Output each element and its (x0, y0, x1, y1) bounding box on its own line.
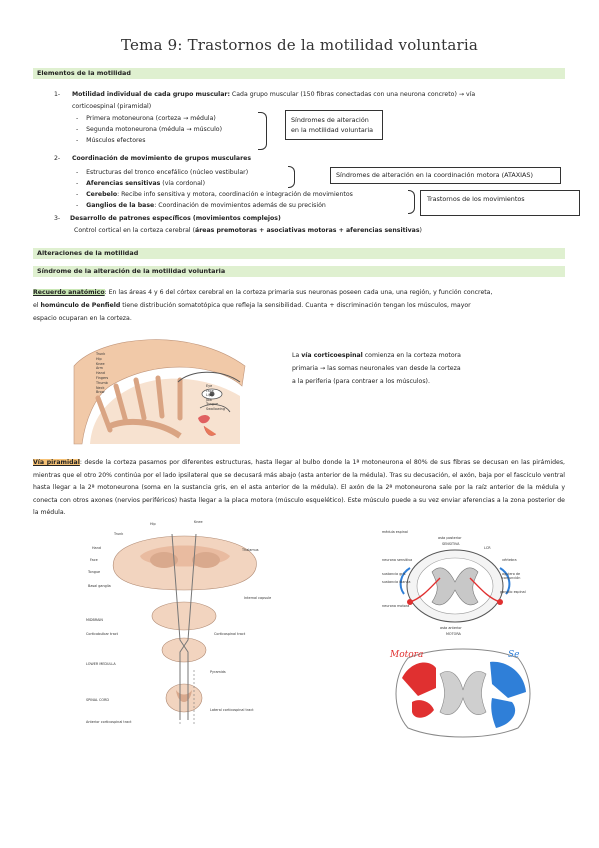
spinal-cord-labels: médula espinal asta posterior SENSITIVA … (380, 528, 530, 640)
brace-3 (408, 190, 415, 214)
label-tongue: Tongue (88, 570, 101, 574)
piramidal-paragraph: Vía piramidal: desde la corteza pasamos … (33, 459, 566, 516)
item2-sub-list: - Estructuras del tronco encefálico (núc… (76, 167, 353, 211)
list-item: - Músculos efectores (76, 136, 146, 144)
box-ataxias: Síndromes de alteración en la coordinaci… (330, 167, 561, 184)
item1-text: Cada grupo muscular (150 fibras conectad… (229, 91, 476, 98)
label-corticobulbar: Corticobulbar tract (86, 632, 118, 636)
spinal-cord-cross-section (380, 528, 530, 640)
label-sensitiva: SENSITIVA (442, 542, 460, 546)
section-heading-elementos: Elementos de la motilidad (33, 68, 565, 79)
label-spinal-cord: SPINAL CORD (86, 698, 110, 702)
brace-1 (258, 112, 267, 150)
recuerdo-label: Recuerdo anatómico (33, 289, 105, 296)
face-illustration (177, 371, 241, 436)
item2-number: 2- (54, 155, 61, 162)
label-agujero: agujero de conjunción (502, 572, 521, 581)
label-anterior-cst: Anterior corticospinal tract (86, 720, 132, 724)
label-pyramids: Pyramids (210, 670, 226, 674)
list-item: - Ganglios de la base: Coordinación de m… (76, 202, 326, 209)
label-neurona-motora: neurona motora (382, 604, 410, 608)
label-lower-medulla: LOWER MEDULLA (86, 662, 116, 666)
label-hand: Hand (92, 546, 101, 550)
label-sustancia-blanca: sustancia blanca (382, 580, 411, 584)
item3-bold: Desarrollo de patrones específicos (movi… (70, 215, 281, 222)
box-sindromes-motilidad: Síndromes de alteración en la motilidad … (285, 110, 383, 140)
section-heading-alteraciones: Alteraciones de la motilidad (33, 248, 565, 259)
piramidal-label: Vía piramidal (33, 459, 80, 466)
item3-number: 3- (54, 215, 61, 222)
item1-text2: corticoespinal (piramidal) (72, 103, 152, 110)
list-item: - Aferencias sensitivas (vía cordonal) (76, 180, 206, 187)
pyramidal-pathway-figure (112, 533, 257, 725)
label-lcr: LCR (484, 546, 491, 550)
section-heading-sindrome: Síndrome de la alteración de la motilida… (33, 266, 565, 277)
label-hip: Hip (150, 522, 156, 526)
label-ganglio: ganglio espinal (500, 590, 526, 594)
label-lateral-cst: Lateral corticospinal tract (210, 708, 254, 712)
label-neurona-sensitiva: neurona sensitiva (382, 558, 413, 562)
item1-number: 1- (54, 91, 61, 98)
label-medula: médula espinal (382, 530, 408, 534)
label-knee: Knee (194, 520, 203, 524)
sketch-label-sensitiva: Se (508, 650, 520, 660)
label-vertebra: vértebra (502, 558, 517, 562)
label-midbrain: MIDBRAIN (86, 618, 103, 622)
label-face: Face (90, 558, 98, 562)
label-corticospinal: Corticospinal tract (214, 632, 246, 636)
item1-bold: Motilidad individual de cada grupo muscu… (72, 91, 230, 98)
label-sustancia-gris: sustancia gris (382, 572, 406, 576)
via-corticoespinal-text: La vía corticoespinal comienza en la cor… (292, 352, 461, 385)
list-item: - Cerebelo: Recibe info sensitiva y moto… (76, 191, 353, 198)
label-trunk: Trunk (114, 532, 124, 536)
label-asta-posterior: asta posterior (438, 536, 462, 540)
item2-bold: Coordinación de movimiento de grupos mus… (72, 155, 252, 162)
recuerdo-paragraph: Recuerdo anatómico: En las áreas 4 y 6 d… (33, 289, 493, 322)
page-title: Tema 9: Trastornos de la motilidad volun… (120, 36, 479, 54)
item1-sub-list: - Primera motoneurona (corteza → médula)… (76, 115, 222, 144)
label-motora: MOTORA (446, 632, 461, 636)
label-thalamus: Thalamus (242, 548, 259, 552)
label-internal-capsule: Internal capsule (244, 596, 272, 600)
box-trastornos: Trastornos de los movimientos (420, 190, 580, 216)
pathway-labels: Hip Knee Trunk Hand Face Tongue Basal ga… (84, 520, 284, 732)
brace-2 (288, 166, 295, 188)
list-item: - Primera motoneurona (corteza → médula) (76, 115, 216, 122)
sketch-label-motora: Motora (390, 650, 424, 660)
item3-line: Control cortical en la corteza cerebral … (74, 227, 422, 234)
item1-line: Motilidad individual de cada grupo muscu… (72, 91, 552, 99)
label-asta-anterior: asta anterior (440, 626, 462, 630)
list-item: - Estructuras del tronco encefálico (núc… (76, 169, 249, 176)
list-item: - Segunda motoneurona (médula → músculo) (76, 125, 222, 133)
hand-drawn-cord-sketch (395, 648, 531, 738)
label-basal-ganglia: Basal ganglia (88, 584, 111, 588)
